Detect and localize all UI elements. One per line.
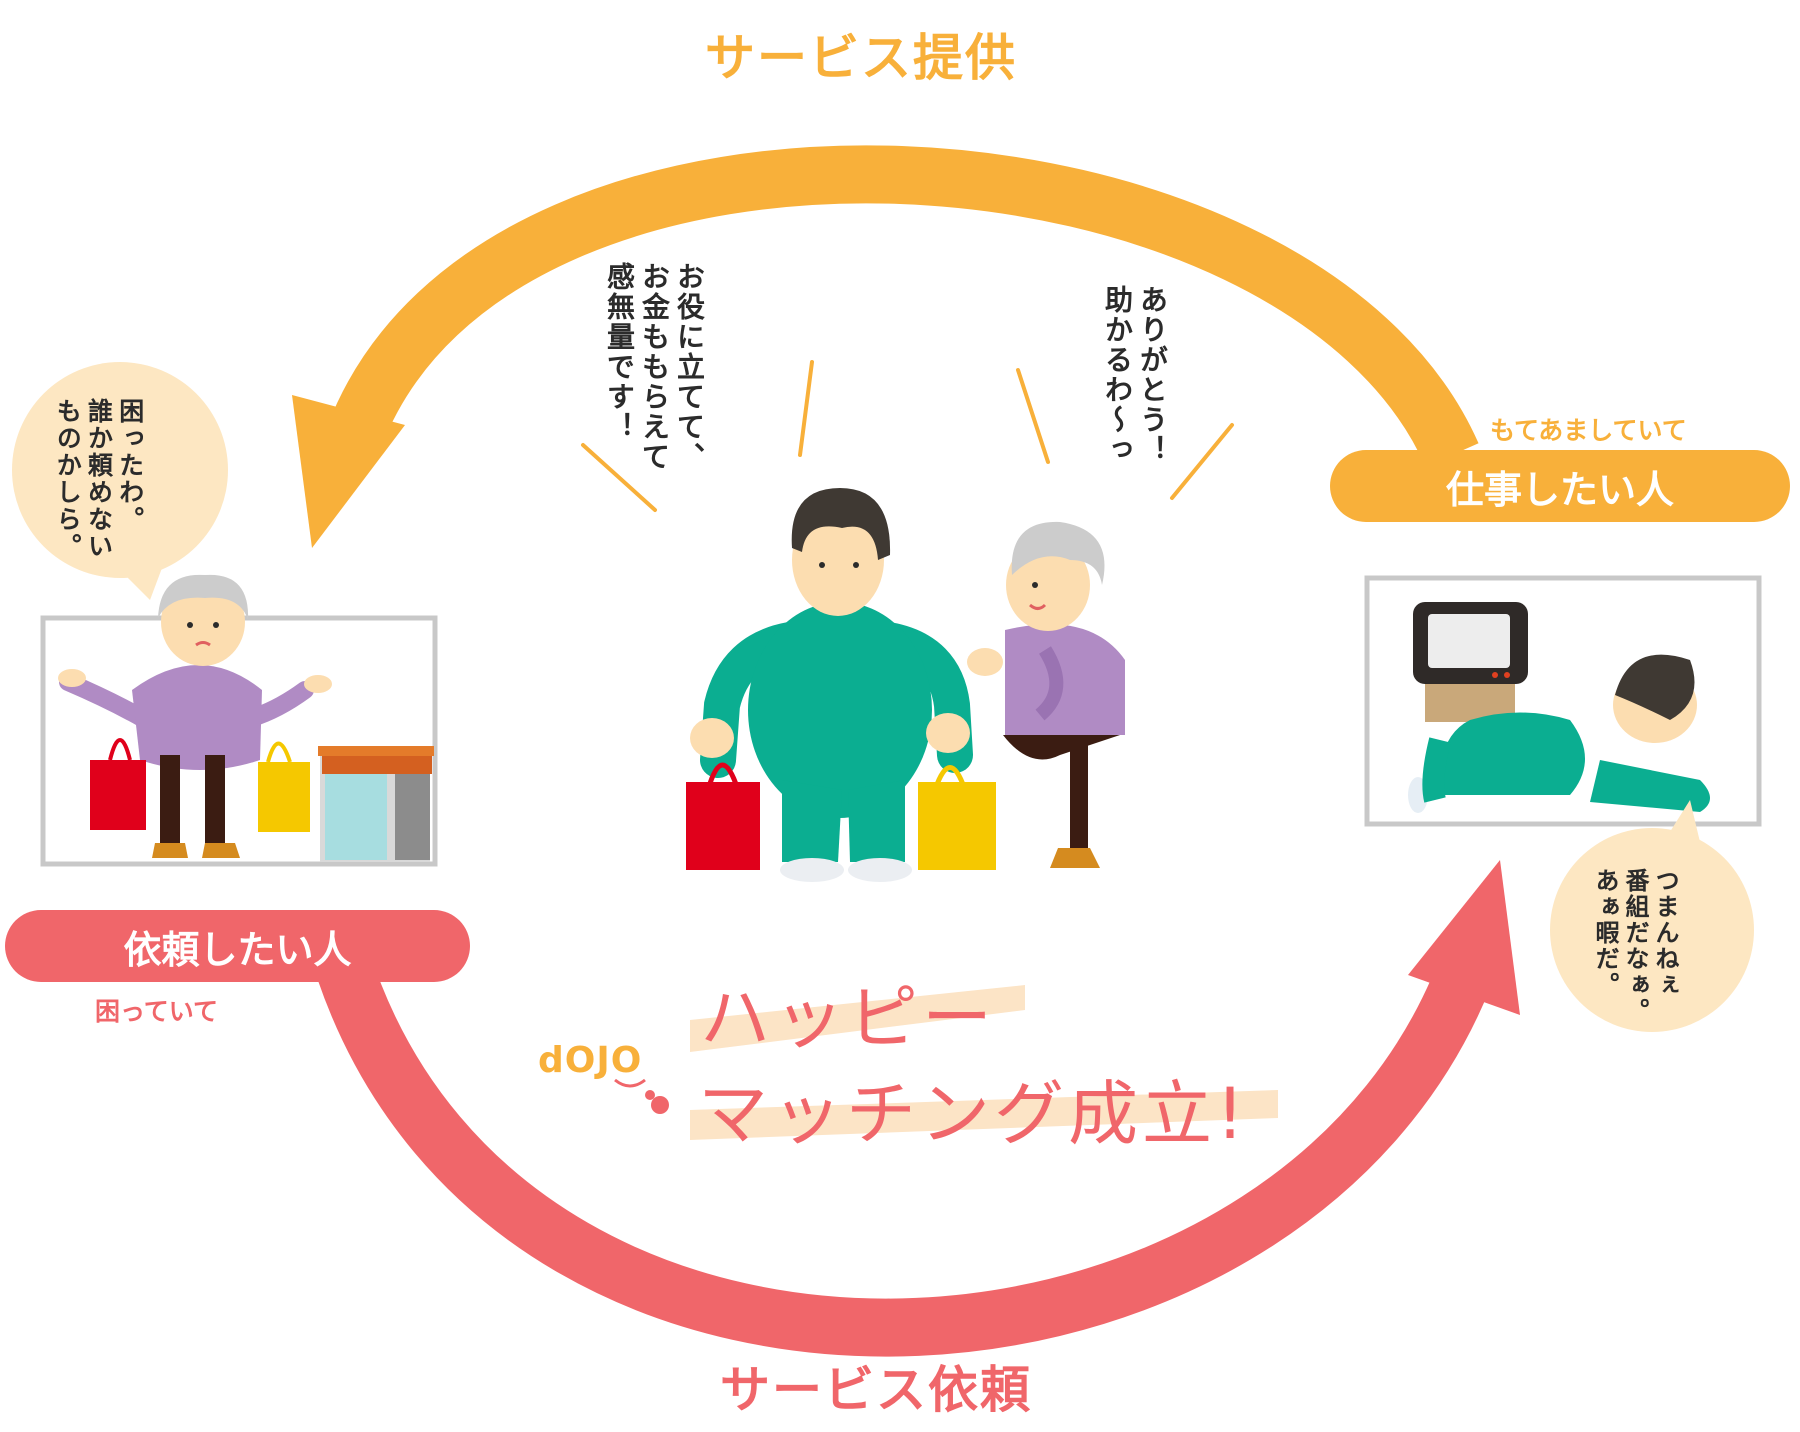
provider-speech: つまんねぇ 番組だなぁ。 あぁ暇だ。 [1591,868,1679,1024]
helper-speech: お役に立てて、 お金ももらえて 感無量です！ [603,262,706,472]
arrowhead-left [292,395,405,548]
provider-pill: 仕事したい人 [1330,450,1790,522]
grandma-speech: ありがとう！ 助かるわ～っ [1101,285,1169,465]
requester-sublabel: 困っていて [95,997,219,1026]
requester-pill: 依頼したい人 [5,910,470,982]
top-arc-arrow [292,145,1479,548]
requester-speech-bubble [12,362,228,600]
bottom-arc-arrow [317,860,1520,1357]
bottom-arc-label: サービス依頼 [720,1361,1032,1419]
shopping-bag-icon [258,741,310,832]
dojo-hand-icon [614,1078,669,1114]
shopping-bag-icon [918,765,996,870]
emphasis-lines [581,360,1234,512]
helper-man [690,488,973,882]
provider-scene [1364,575,1762,827]
shopping-bag-icon [90,738,146,830]
arrowhead-right [1408,860,1520,1015]
provider-speech-bubble [1550,800,1754,1032]
lying-man [1408,654,1710,813]
dojo-logo: dOJO [538,1040,643,1081]
requester-speech: 困ったわ。 誰か頼めない ものかしら。 [53,398,145,560]
provider-sublabel: もてあましていて [1490,416,1687,445]
matching-highlight-bands [690,985,1278,1140]
matching-line2: マッチング成立! [698,1073,1249,1155]
shopping-bag-icon [686,762,760,870]
store-icon [318,746,434,862]
tv-icon [1413,602,1528,722]
matching-line1: ハッピー [700,977,996,1059]
worried-woman [58,574,332,858]
grateful-grandma [967,521,1125,868]
top-arc-label: サービス提供 [705,29,1017,87]
requester-scene [40,574,438,867]
